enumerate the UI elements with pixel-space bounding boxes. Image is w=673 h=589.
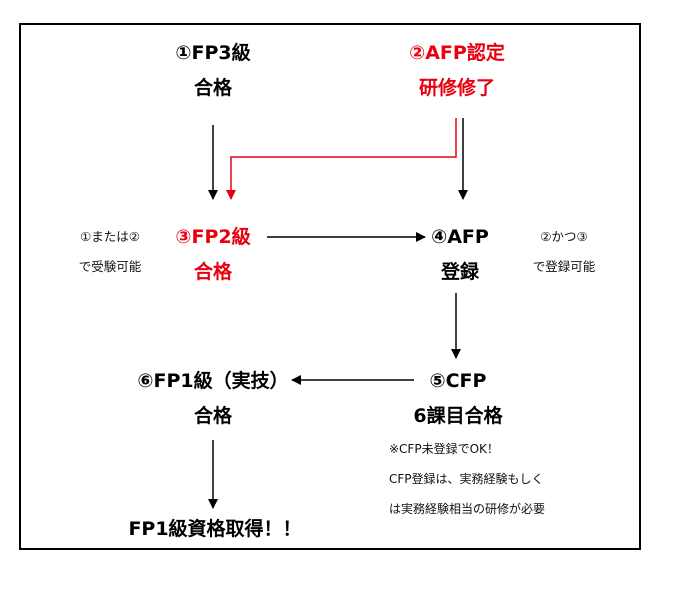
note-fp2-condition: ①または② で受験可能 [64, 229, 156, 274]
node-fp3: ①FP3級 合格 [163, 44, 263, 98]
node-fp2-status: 合格 [193, 261, 232, 283]
node-cfp-status: 6課目合格 [413, 405, 503, 427]
node-fp2: ③FP2級 合格 [163, 228, 263, 282]
diagram-frame [19, 23, 641, 550]
node-afp-training-status: 研修修了 [418, 77, 495, 99]
node-fp1: ⑥FP1級（実技） 合格 [116, 372, 310, 426]
node-cfp: ⑤CFP 6課目合格 [396, 372, 520, 426]
node-fp3-title: ①FP3級 [175, 42, 251, 64]
note-cfp-line2: CFP登録は、実務経験もしく [389, 472, 544, 486]
arrow-afp-training-to-fp2 [226, 118, 457, 200]
node-afp-training-title: ②AFP認定 [409, 42, 505, 64]
note-cfp-line1: ※CFP未登録でOK！ [389, 442, 499, 456]
node-fp1-title: ⑥FP1級（実技） [137, 370, 289, 392]
note-cfp: ※CFP未登録でOK！ CFP登録は、実務経験もしく は実務経験相当の研修が必要 [389, 443, 545, 515]
note-afp-condition-line1: ②かつ③ [540, 229, 588, 244]
node-afp-registration-title: ④AFP [431, 226, 489, 248]
node-cfp-title: ⑤CFP [429, 370, 487, 392]
node-afp-training: ②AFP認定 研修修了 [389, 44, 525, 98]
node-fp2-title: ③FP2級 [175, 226, 251, 248]
note-cfp-line3: は実務経験相当の研修が必要 [389, 502, 546, 516]
note-afp-condition-line2: で登録可能 [532, 258, 596, 274]
node-goal-text: FP1級資格取得！！ [128, 518, 302, 540]
note-fp2-condition-line1: ①または② [80, 229, 140, 244]
node-fp3-status: 合格 [193, 77, 232, 99]
note-afp-condition: ②かつ③ で登録可能 [516, 229, 612, 274]
node-afp-registration-status: 登録 [440, 261, 479, 283]
note-fp2-condition-line2: で受験可能 [78, 258, 142, 274]
node-goal: FP1級資格取得！！ [103, 520, 327, 539]
node-fp1-status: 合格 [193, 405, 232, 427]
node-afp-registration: ④AFP 登録 [418, 228, 502, 282]
